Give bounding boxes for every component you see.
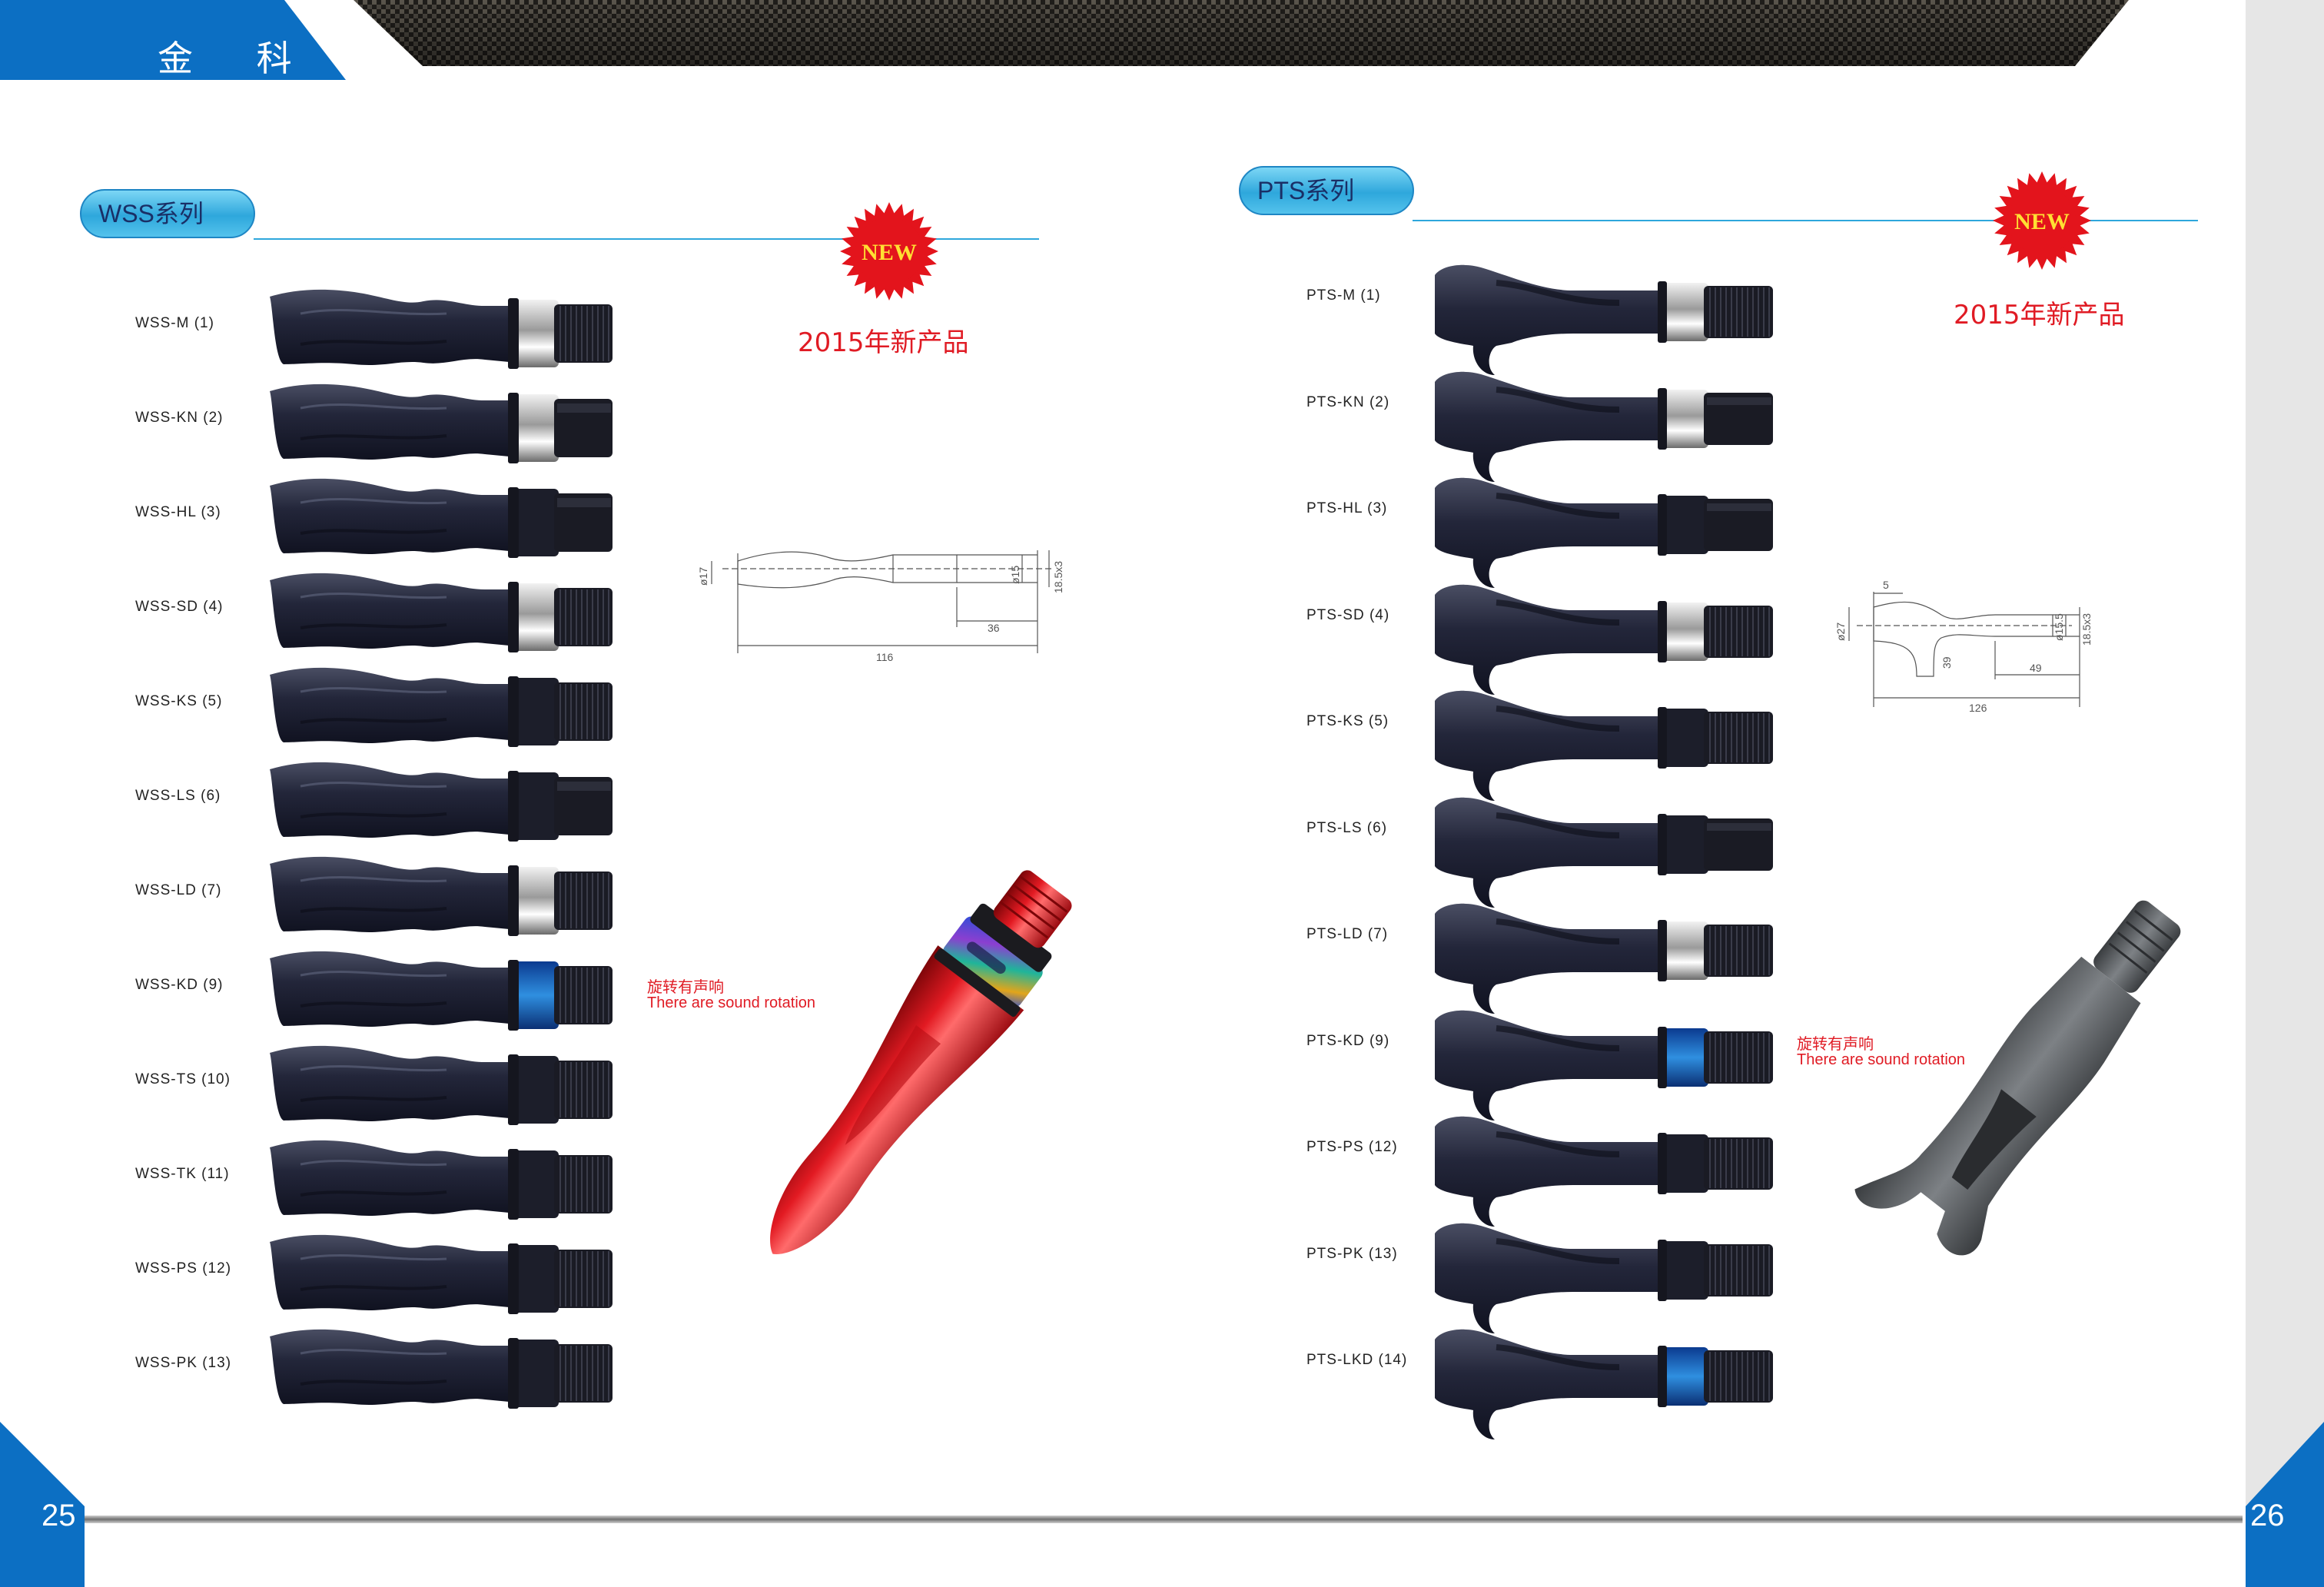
wss-item-label: WSS-SD (4)	[135, 599, 224, 615]
pts-product-image	[1435, 690, 1773, 801]
wss-dim-dia17: ø17	[697, 567, 709, 586]
new-product-subtitle-left: 2015年新产品	[798, 327, 969, 358]
pts-item-label: PTS-KN (2)	[1306, 393, 1390, 410]
footer-corner-left	[0, 1422, 85, 1587]
wss-section-title: WSS系列	[80, 189, 255, 238]
wss-product-image	[270, 478, 613, 558]
pts-item-label: PTS-KS (5)	[1306, 713, 1389, 729]
wss-product-image	[270, 1234, 613, 1314]
wss-product-image	[270, 573, 613, 652]
wss-item-label: WSS-PS (12)	[135, 1260, 232, 1277]
pts-featured-grey-handle	[1854, 900, 2181, 1256]
wss-item-label: WSS-PK (13)	[135, 1355, 232, 1371]
wss-product-image	[270, 1045, 613, 1125]
pts-dim-39: 39	[1941, 656, 1953, 669]
wss-item-label: WSS-KS (5)	[135, 693, 223, 709]
wss-item-label: WSS-KD (9)	[135, 977, 224, 993]
wss-product-image	[270, 383, 613, 463]
pts-dim-49: 49	[2030, 662, 2042, 674]
pts-product-image	[1435, 264, 1773, 375]
pts-product-image	[1435, 797, 1773, 908]
pts-item-label: PTS-HL (3)	[1306, 500, 1388, 516]
footer-corner-right	[2246, 1422, 2324, 1587]
wss-product-image	[270, 856, 613, 936]
wss-product-image	[270, 1329, 613, 1409]
pts-product-image	[1435, 1223, 1773, 1333]
pts-section-title: PTS系列	[1239, 166, 1414, 215]
wss-section-rule	[254, 238, 1039, 240]
wss-product-image	[270, 289, 613, 369]
sound-note-en-right: There are sound rotation	[1797, 1051, 1966, 1068]
sound-note-en-left: There are sound rotation	[647, 994, 816, 1011]
pts-item-label: PTS-LKD (14)	[1306, 1352, 1408, 1368]
wss-technical-drawing: ø17 ø15 18.5x3 36 116	[697, 550, 1064, 663]
wss-item-label: WSS-LD (7)	[135, 882, 222, 898]
sound-note-cn-left: 旋转有声响	[647, 978, 724, 996]
pts-item-label: PTS-SD (4)	[1306, 606, 1390, 623]
pts-item-label: PTS-KD (9)	[1306, 1032, 1390, 1049]
wss-product-image	[270, 667, 613, 747]
wss-dim-36: 36	[988, 622, 1000, 634]
wss-featured-red-handle	[770, 870, 1072, 1255]
brand-name: 金 科	[158, 38, 318, 79]
pts-dim-5: 5	[1883, 579, 1889, 591]
new-badge-left-text: NEW	[862, 240, 917, 265]
wss-item-label: WSS-TS (10)	[135, 1071, 231, 1087]
wss-product-image	[270, 1140, 613, 1220]
new-badge-right: NEW	[1993, 171, 2091, 270]
new-badge-left: NEW	[840, 202, 938, 300]
wss-item-label: WSS-M (1)	[135, 315, 214, 331]
wss-dim-thread: 18.5x3	[1052, 561, 1064, 593]
wss-product-image	[270, 951, 613, 1031]
pts-product-image	[1435, 903, 1773, 1014]
footer-bar	[85, 1516, 2243, 1523]
page-number-right: 26	[2250, 1499, 2285, 1532]
wss-dim-dia15: ø15	[1009, 566, 1021, 584]
pts-dim-dia27: ø27	[1834, 623, 1847, 641]
sound-note-cn-right: 旋转有声响	[1797, 1034, 1874, 1053]
pts-dim-126: 126	[1969, 702, 1987, 714]
pts-item-label: PTS-PK (13)	[1306, 1245, 1398, 1262]
wss-item-label: WSS-HL (3)	[135, 504, 221, 520]
wss-item-label: WSS-LS (6)	[135, 788, 221, 804]
pts-technical-drawing: 5 ø27 39 ø15.5 18.5x3 49 126	[1834, 579, 2093, 714]
pts-dim-dia155: ø15.5	[2053, 613, 2065, 641]
wss-dim-116: 116	[876, 651, 894, 663]
pts-dim-thread: 18.5x3	[2080, 613, 2093, 646]
page-number-left: 25	[42, 1499, 76, 1532]
wss-product-image	[270, 762, 613, 842]
wss-item-label: WSS-KN (2)	[135, 410, 224, 426]
wss-item-label: WSS-TK (11)	[135, 1166, 230, 1182]
pts-product-image	[1435, 584, 1773, 695]
pts-product-image	[1435, 1329, 1773, 1439]
brand-tab	[0, 0, 346, 80]
carbon-banner	[354, 0, 2129, 66]
right-margin	[2246, 0, 2324, 1587]
pts-item-label: PTS-PS (12)	[1306, 1139, 1398, 1155]
pts-item-label: PTS-M (1)	[1306, 287, 1381, 304]
pts-product-image	[1435, 477, 1773, 588]
new-badge-right-text: NEW	[2014, 209, 2070, 234]
pts-item-label: PTS-LS (6)	[1306, 819, 1388, 836]
pts-product-image	[1435, 1116, 1773, 1227]
pts-section-rule	[1413, 220, 2198, 221]
pts-item-label: PTS-LD (7)	[1306, 926, 1389, 942]
new-product-subtitle-right: 2015年新产品	[1954, 300, 2125, 330]
pts-product-image	[1435, 371, 1773, 482]
pts-product-image	[1435, 1010, 1773, 1121]
